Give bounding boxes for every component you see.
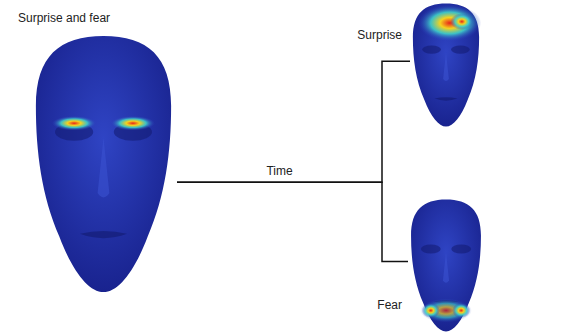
face-surface	[411, 200, 481, 332]
heat-spot	[420, 299, 472, 323]
face-label: Surprise and fear	[18, 11, 110, 25]
face-label: Surprise	[357, 28, 402, 42]
face-map: Surprise	[410, 2, 482, 128]
time-branch	[177, 182, 408, 261]
mouth	[434, 97, 457, 101]
eye-socket	[451, 45, 470, 53]
mouth	[80, 231, 127, 238]
face-label: Fear	[377, 298, 402, 312]
face-surface	[36, 36, 171, 292]
heat-spot	[418, 5, 481, 41]
face-heatmap	[30, 33, 177, 295]
face-map: Fear	[408, 198, 484, 333]
nose	[98, 138, 110, 198]
nose	[443, 252, 449, 283]
heat-spot	[452, 303, 470, 318]
heat-spot	[52, 116, 96, 131]
face-map: Surprise and fear	[30, 33, 177, 295]
edge-label: Time	[264, 164, 294, 178]
eye-socket	[422, 45, 441, 53]
heat-spot	[111, 116, 155, 131]
heat-spot	[450, 13, 473, 30]
eye-socket	[451, 245, 471, 254]
eye-socket	[421, 245, 441, 254]
nose	[443, 52, 449, 81]
face-heatmap	[410, 2, 482, 128]
heat-spot	[422, 303, 440, 318]
time-branch	[177, 61, 410, 182]
face-heatmap	[408, 198, 484, 333]
